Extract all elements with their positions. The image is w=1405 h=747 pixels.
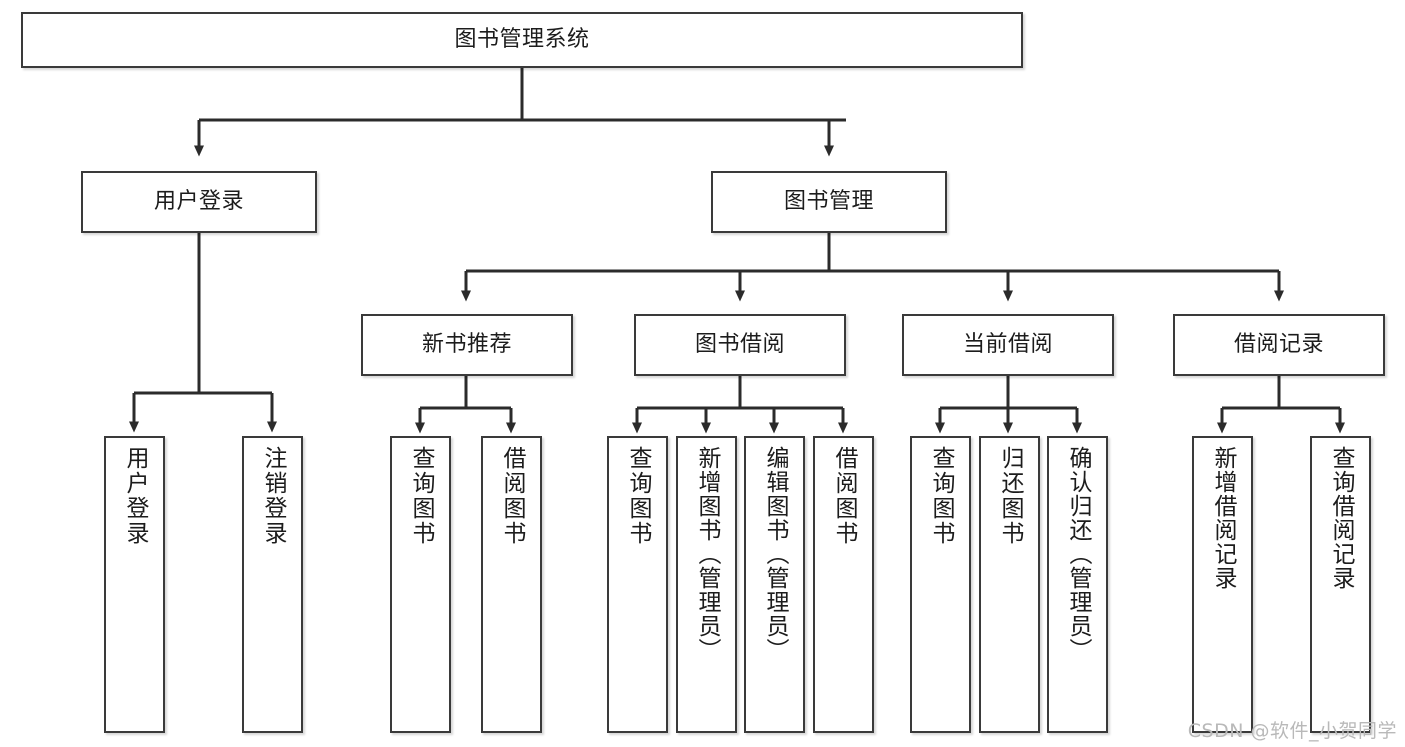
node-leaf-add-record-label: 新增借阅记录: [1210, 446, 1236, 590]
node-borrow-record-label: 借阅记录: [1233, 332, 1324, 358]
node-leaf-borrow-book-2[interactable]: 借阅图书: [813, 436, 874, 733]
node-leaf-query-record[interactable]: 查询借阅记录: [1310, 436, 1371, 733]
node-book-manage-label: 图书管理: [783, 189, 874, 215]
node-leaf-edit-book[interactable]: 编辑图书（管理员）: [744, 436, 805, 733]
node-leaf-confirm-return-label: 确认归还（管理员）: [1065, 446, 1091, 662]
node-book-manage[interactable]: 图书管理: [711, 171, 947, 233]
node-leaf-query-book-3[interactable]: 查询图书: [910, 436, 971, 733]
node-leaf-edit-book-label: 编辑图书（管理员）: [762, 446, 788, 662]
node-current-borrow[interactable]: 当前借阅: [902, 314, 1114, 376]
node-leaf-query-book-2-label: 查询图书: [625, 446, 651, 546]
node-user-login[interactable]: 用户登录: [81, 171, 317, 233]
node-leaf-logout-login-label: 注销登录: [260, 446, 286, 546]
node-leaf-user-login-label: 用户登录: [122, 446, 148, 546]
node-leaf-query-book-2[interactable]: 查询图书: [607, 436, 668, 733]
node-leaf-user-login[interactable]: 用户登录: [104, 436, 165, 733]
node-book-borrow-label: 图书借阅: [694, 332, 785, 358]
node-root-label: 图书管理系统: [454, 27, 590, 53]
node-leaf-add-book[interactable]: 新增图书（管理员）: [676, 436, 737, 733]
node-leaf-query-book-3-label: 查询图书: [928, 446, 954, 546]
node-leaf-return-book[interactable]: 归还图书: [979, 436, 1040, 733]
node-current-borrow-label: 当前借阅: [962, 332, 1053, 358]
node-leaf-query-record-label: 查询借阅记录: [1328, 446, 1354, 590]
node-new-book-recommend-label: 新书推荐: [421, 332, 512, 358]
node-leaf-add-book-label: 新增图书（管理员）: [694, 446, 720, 662]
node-leaf-query-book-1-label: 查询图书: [408, 446, 434, 546]
node-user-login-label: 用户登录: [153, 189, 244, 215]
node-leaf-return-book-label: 归还图书: [997, 446, 1023, 546]
node-root[interactable]: 图书管理系统: [21, 12, 1023, 68]
node-borrow-record[interactable]: 借阅记录: [1173, 314, 1385, 376]
node-book-borrow[interactable]: 图书借阅: [634, 314, 846, 376]
node-leaf-borrow-book-1-label: 借阅图书: [499, 446, 525, 546]
node-leaf-add-record[interactable]: 新增借阅记录: [1192, 436, 1253, 733]
node-leaf-logout-login[interactable]: 注销登录: [242, 436, 303, 733]
node-new-book-recommend[interactable]: 新书推荐: [361, 314, 573, 376]
node-leaf-borrow-book-1[interactable]: 借阅图书: [481, 436, 542, 733]
node-leaf-query-book-1[interactable]: 查询图书: [390, 436, 451, 733]
node-leaf-borrow-book-2-label: 借阅图书: [831, 446, 857, 546]
node-leaf-confirm-return[interactable]: 确认归还（管理员）: [1047, 436, 1108, 733]
